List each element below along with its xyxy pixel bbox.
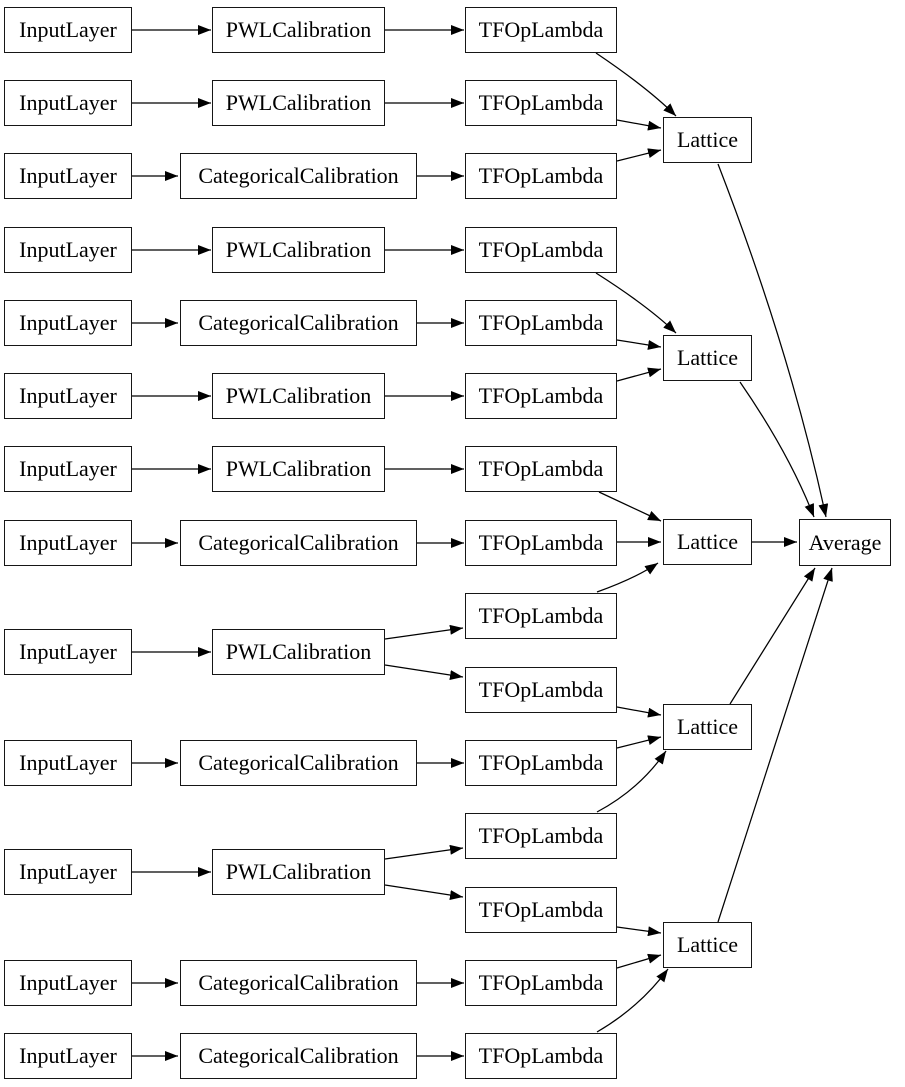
edge-t6-L2 (616, 367, 662, 382)
node-in3: InputLayer (4, 153, 132, 199)
node-c2: PWLCalibration (212, 80, 385, 126)
edge-t7-L3 (598, 491, 662, 522)
node-c4: PWLCalibration (212, 227, 385, 273)
node-c1: PWLCalibration (212, 7, 385, 53)
edge-t1-L1 (595, 52, 677, 117)
node-t9b: TFOpLambda (465, 667, 617, 713)
edge-L2-avg (739, 381, 815, 518)
node-t6: TFOpLambda (465, 373, 617, 419)
node-in11: InputLayer (4, 849, 132, 895)
edge-L5-avg (717, 567, 833, 923)
edge-c9-t9b (384, 664, 464, 680)
node-t11a: TFOpLambda (465, 813, 617, 859)
edge-t9a-L3 (596, 562, 659, 593)
node-t2: TFOpLambda (465, 80, 617, 126)
edge-c11-t11a (384, 844, 464, 860)
node-c6: PWLCalibration (212, 373, 385, 419)
node-t8: TFOpLambda (465, 520, 617, 566)
node-c7: PWLCalibration (212, 446, 385, 492)
edge-t12-L5 (616, 953, 662, 969)
edge-L4-avg (729, 567, 816, 705)
node-t4: TFOpLambda (465, 227, 617, 273)
node-t12: TFOpLambda (465, 960, 617, 1006)
node-t7: TFOpLambda (465, 446, 617, 492)
node-t3: TFOpLambda (465, 153, 617, 199)
edge-L1-avg (717, 163, 829, 518)
node-in10: InputLayer (4, 740, 132, 786)
node-c3: CategoricalCalibration (180, 153, 417, 199)
node-in4: InputLayer (4, 227, 132, 273)
edge-t2-L1 (616, 119, 662, 131)
edge-t9b-L4 (616, 706, 662, 718)
edge-t4-L2 (595, 272, 677, 334)
node-in2: InputLayer (4, 80, 132, 126)
node-c13: CategoricalCalibration (180, 1033, 417, 1079)
node-c9: PWLCalibration (212, 629, 385, 675)
node-in13: InputLayer (4, 1033, 132, 1079)
edge-t11a-L4 (596, 750, 667, 813)
node-in1: InputLayer (4, 7, 132, 53)
node-L1: Lattice (663, 117, 752, 163)
edge-t10-L4 (616, 735, 662, 749)
node-c8: CategoricalCalibration (180, 520, 417, 566)
node-t13: TFOpLambda (465, 1033, 617, 1079)
edge-t13-L5 (596, 968, 669, 1033)
node-c12: CategoricalCalibration (180, 960, 417, 1006)
node-t10: TFOpLambda (465, 740, 617, 786)
node-L3: Lattice (663, 519, 752, 565)
node-in7: InputLayer (4, 446, 132, 492)
node-in12: InputLayer (4, 960, 132, 1006)
node-t11b: TFOpLambda (465, 887, 617, 933)
node-in9: InputLayer (4, 629, 132, 675)
edge-c9-t9a (384, 624, 464, 640)
node-c11: PWLCalibration (212, 849, 385, 895)
edge-t3-L1 (616, 148, 662, 162)
node-t9a: TFOpLambda (465, 593, 617, 639)
node-L5: Lattice (663, 922, 752, 968)
edge-t5-L2 (616, 339, 662, 350)
node-L4: Lattice (663, 704, 752, 750)
node-in8: InputLayer (4, 520, 132, 566)
node-t1: TFOpLambda (465, 7, 617, 53)
node-t5: TFOpLambda (465, 300, 617, 346)
edge-c11-t11b (384, 884, 464, 900)
node-in5: InputLayer (4, 300, 132, 346)
node-in6: InputLayer (4, 373, 132, 419)
edge-t11b-L5 (616, 926, 662, 937)
node-c5: CategoricalCalibration (180, 300, 417, 346)
node-avg: Average (799, 519, 891, 566)
node-c10: CategoricalCalibration (180, 740, 417, 786)
node-L2: Lattice (663, 335, 752, 381)
